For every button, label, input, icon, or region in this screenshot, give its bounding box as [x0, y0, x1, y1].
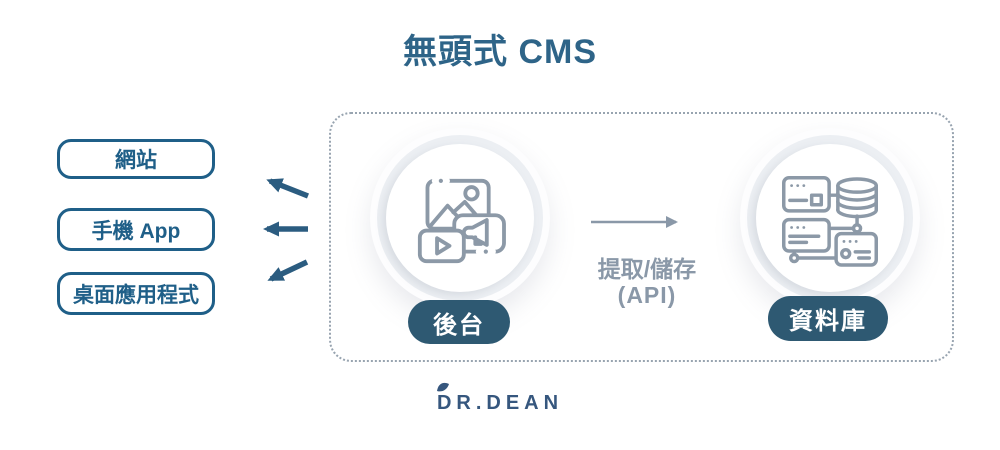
client-box-website-label: 網站 — [115, 149, 157, 172]
logo-text: DR.DEAN — [436, 392, 564, 414]
cms-dotted-container — [329, 112, 954, 362]
logo-swoosh-icon — [436, 382, 449, 392]
database-circle — [740, 128, 920, 308]
backend-inner-circle — [386, 144, 534, 292]
api-label-line2: (API) — [617, 282, 677, 308]
backend-pill-text: 後台 — [433, 311, 485, 339]
client-box-mobile-app: 手機 App — [57, 208, 215, 251]
database-inner-circle — [756, 144, 904, 292]
api-label-line1: 提取/儲存 — [597, 256, 697, 282]
diagram-title: 無頭式 CMS — [403, 33, 597, 71]
media-content-icon — [414, 176, 506, 270]
database-pill-label: 資料庫 — [768, 296, 888, 341]
client-box-website: 網站 — [57, 139, 215, 179]
logo: DR.DEAN — [0, 382, 1000, 415]
api-arrow-icon — [591, 216, 678, 228]
client-box-desktop-app-label: 桌面應用程式 — [73, 283, 199, 307]
backend-circle — [370, 128, 550, 308]
client-box-desktop-app: 桌面應用程式 — [57, 272, 215, 315]
backend-pill-label: 後台 — [408, 300, 510, 344]
database-pill-text: 資料庫 — [789, 308, 867, 335]
fanout-arrows-icon — [263, 178, 310, 282]
client-box-mobile-app-label: 手機 App — [91, 219, 181, 243]
database-servers-icon — [782, 174, 878, 272]
